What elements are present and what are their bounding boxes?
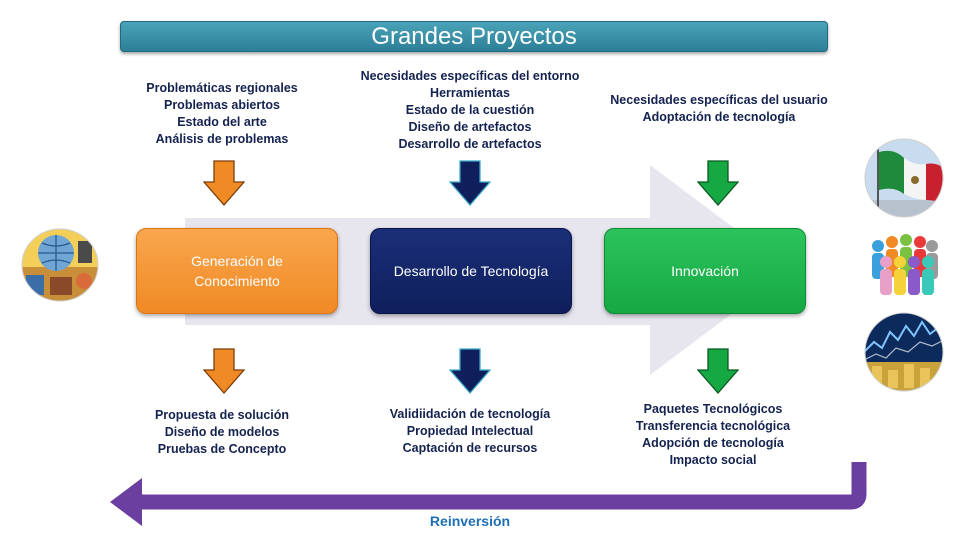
text-line: Propuesta de solución [154,408,290,422]
down-arrow-green-top [697,160,739,206]
text-line: Necesidades específicas del usuario [610,93,828,107]
bottom-text-innovation: Paquetes Tecnológicos Transferencia tecn… [608,401,818,469]
text-line: Análisis de problemas [155,132,289,146]
box-label-line: Desarrollo de Tecnología [393,263,549,279]
text-line: Estado del arte [177,115,267,129]
text-line: Paquetes Tecnológicos [643,402,783,416]
text-line: Necesidades específicas del entorno [360,69,580,83]
top-text-knowledge: Problemáticas regionales Problemas abier… [122,80,322,148]
text-line: Diseño de artefactos [408,120,532,134]
page-title: Grandes Proyectos [120,21,828,52]
box-knowledge-generation: Generación de Conocimiento [136,228,338,314]
bottom-text-technology: Validiidación de tecnología Propiedad In… [360,406,580,457]
box-label-line: Conocimiento [194,273,280,289]
text-line: Validiidación de tecnología [389,407,551,421]
bottom-text-knowledge: Propuesta de solución Diseño de modelos … [122,407,322,458]
financial-chart-icon [864,312,944,392]
text-line: Problemáticas regionales [146,81,298,95]
mexico-flag-icon [864,138,944,218]
text-line: Propiedad Intelectual [406,424,534,438]
text-line: Diseño de modelos [164,425,280,439]
text-line: Herramientas [430,86,510,100]
top-text-technology: Necesidades específicas del entorno Herr… [355,68,585,153]
text-line: Estado de la cuestión [405,103,535,117]
down-arrow-orange-bottom [203,348,245,394]
box-label-line: Generación de [191,253,283,269]
box-technology-development: Desarrollo de Tecnología [370,228,572,314]
down-arrow-navy-bottom [449,348,491,394]
box-innovation: Innovación [604,228,806,314]
down-arrow-orange-top [203,160,245,206]
text-line: Impacto social [669,453,757,467]
down-arrow-green-bottom [697,348,739,394]
text-line: Desarrollo de artefactos [398,137,542,151]
text-line: Captación de recursos [402,441,538,455]
down-arrow-navy-top [449,160,491,206]
globe-collage-icon [21,228,99,302]
top-text-innovation: Necesidades específicas del usuario Adop… [604,92,834,126]
text-line: Transferencia tecnológica [635,419,791,433]
people-group-icon [872,234,938,295]
text-line: Problemas abiertos [163,98,280,112]
text-line: Adoptación de tecnología [642,110,796,124]
box-label-line: Innovación [671,263,739,279]
text-line: Pruebas de Concepto [157,442,287,456]
reinvestment-label: Reinversión [429,513,511,529]
text-line: Adopción de tecnología [642,436,784,450]
